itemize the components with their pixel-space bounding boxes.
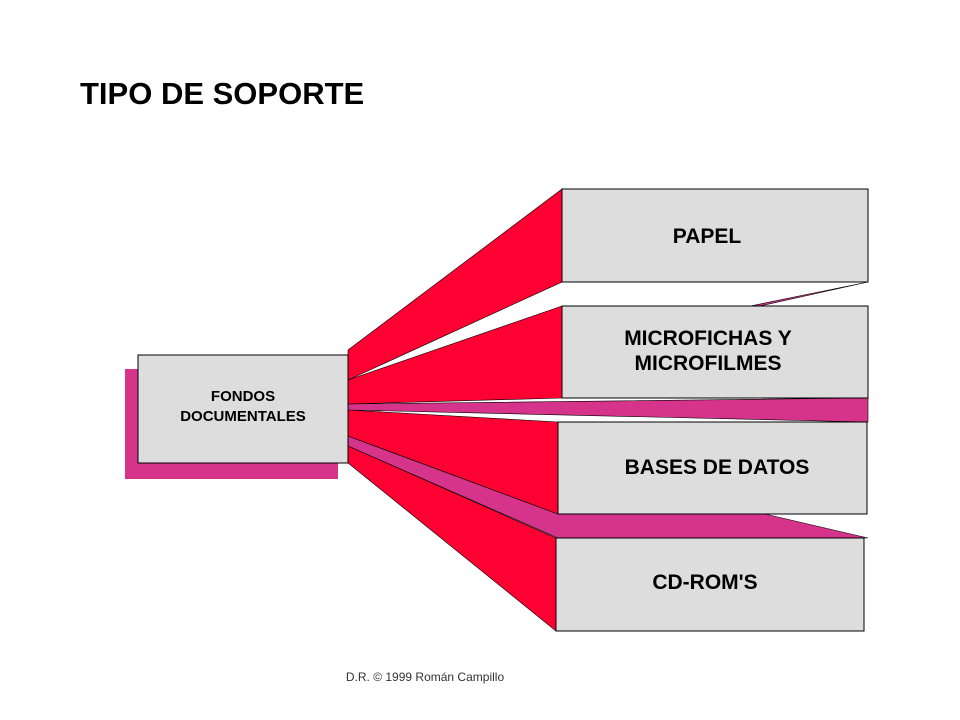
target-box-bases xyxy=(557,421,868,515)
source-label-line2: DOCUMENTALES xyxy=(180,408,306,425)
page-title: TIPO DE SOPORTE xyxy=(80,76,365,111)
target-box-cdrom xyxy=(555,537,865,632)
target-label-papel: PAPEL xyxy=(673,225,742,248)
target-box-papel xyxy=(561,188,869,283)
target-label-microfichas-line1: MICROFICHAS Y xyxy=(624,327,792,350)
target-label-bases: BASES DE DATOS xyxy=(625,456,810,479)
target-box-microfichas xyxy=(561,305,869,399)
source-box xyxy=(137,354,349,464)
source-label-line1: FONDOS xyxy=(211,388,275,405)
copyright-footer: D.R. © 1999 Román Campillo xyxy=(345,670,505,684)
target-label-microfichas-line2: MICROFILMES xyxy=(635,352,782,375)
target-label-cdrom: CD-ROM'S xyxy=(652,571,757,594)
